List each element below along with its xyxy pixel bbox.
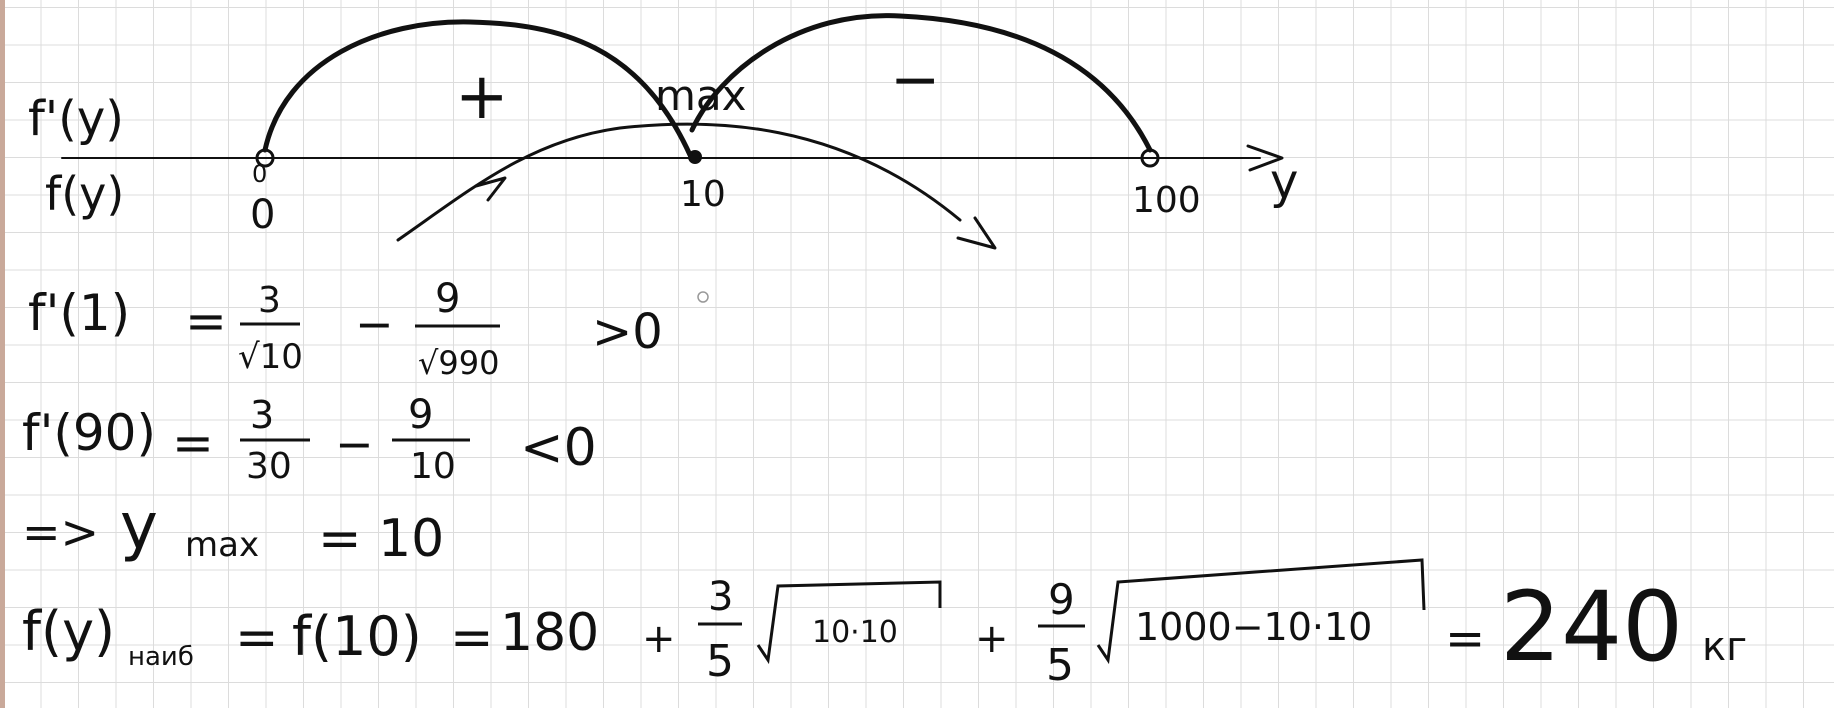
increasing-arrowhead <box>474 176 507 202</box>
line2-lhs: f'(90) <box>22 404 156 462</box>
tick-label-0: 0 <box>250 192 275 238</box>
plus-sign: + <box>455 60 509 134</box>
line4-frac1-num: 3 <box>708 574 733 620</box>
line4-lhs: f(y) <box>22 600 115 663</box>
line2-frac2-num: 9 <box>408 392 433 438</box>
line1-result: >0 <box>592 304 663 360</box>
minus-sign: − <box>890 45 940 115</box>
line4-frac2-den: 5 <box>1046 640 1074 691</box>
function-label: f(y) <box>45 167 124 221</box>
line4-eq2: = <box>450 608 494 668</box>
line2-frac2-den: 10 <box>410 446 456 487</box>
max-label: max <box>655 71 747 120</box>
derivative-arc-negative <box>689 13 1153 153</box>
line3-sub: max <box>185 525 259 565</box>
line1-frac1-num: 3 <box>258 280 281 321</box>
line4-radical2 <box>1096 558 1426 665</box>
derivative-arc-positive <box>262 19 693 158</box>
derivative-label: f'(y) <box>28 91 124 147</box>
line4-plus2: + <box>975 616 1009 662</box>
line4-mid: f(10) <box>292 605 422 668</box>
line1-lhs: f'(1) <box>28 284 130 342</box>
line1-frac1-den: √10 <box>238 337 303 377</box>
line2-eq: = <box>172 414 214 472</box>
function-arc-increasing <box>396 122 962 242</box>
decreasing-arrowhead <box>956 216 997 250</box>
line2-result: <0 <box>520 418 597 478</box>
line4-unit: кг <box>1702 624 1747 670</box>
line4-lhs-sub: наиб <box>128 642 194 672</box>
line2-frac1-den: 30 <box>246 446 292 487</box>
line2-minus: − <box>335 417 374 471</box>
line4-rad1: 10·10 <box>812 615 898 650</box>
page-edge <box>0 0 5 708</box>
tick-label-10: 10 <box>680 174 726 215</box>
stray-dot <box>697 291 709 303</box>
axis-label-y: y <box>1270 154 1298 210</box>
line3-var: y <box>120 490 158 564</box>
line4-plus1: + <box>642 616 676 662</box>
line1-frac2-den: √990 <box>418 344 499 382</box>
line4-frac2-num: 9 <box>1048 575 1075 624</box>
line3-rhs: = 10 <box>318 509 444 569</box>
line1-eq: = <box>185 292 227 350</box>
line4-rad2: 1000−10·10 <box>1135 605 1372 649</box>
line1-minus: − <box>355 297 394 351</box>
line4-eq1: = <box>235 608 279 668</box>
tick-label-100: 100 <box>1132 180 1201 221</box>
line4-eq3: = <box>1445 611 1485 667</box>
line4-result: 240 <box>1500 571 1683 683</box>
line1-frac2-num: 9 <box>435 276 460 322</box>
line4-frac1-den: 5 <box>706 636 734 687</box>
line4-radical1 <box>756 580 942 665</box>
line3-arrow: => <box>22 505 99 559</box>
tick-label-0-top: 0 <box>252 160 267 188</box>
line4-term1: 180 <box>500 603 599 663</box>
line2-frac1-num: 3 <box>250 393 274 437</box>
axis-arrowhead <box>1246 144 1284 172</box>
